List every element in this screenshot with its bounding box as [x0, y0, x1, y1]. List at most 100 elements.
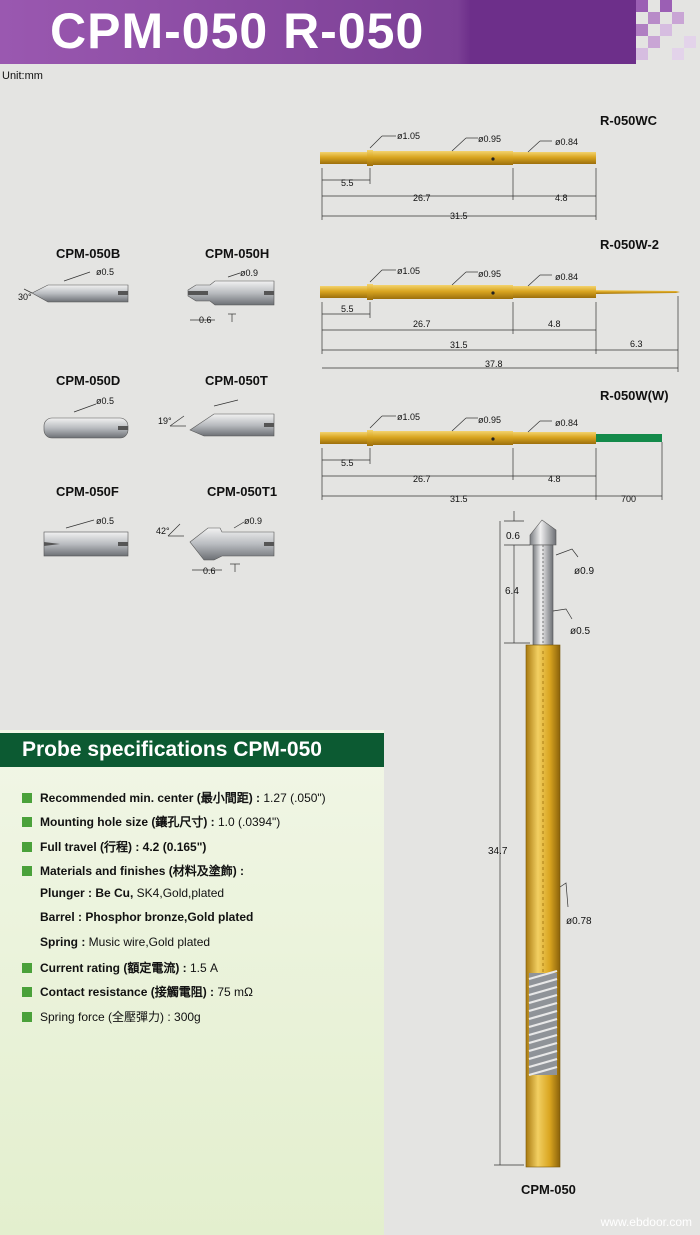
dim-label: 4.8 — [555, 193, 568, 203]
probe-name: R-050WC — [600, 113, 658, 128]
spec-panel — [0, 730, 384, 1235]
dim-label: 31.5 — [450, 340, 468, 350]
tip-cpm050h-shape — [187, 272, 275, 322]
spec-label: Recommended min. center (最小間距) : — [40, 791, 261, 805]
spec-label: Spring force (全壓彈力) : — [40, 1010, 171, 1024]
probe-dot — [491, 291, 495, 295]
dim-label: 5.5 — [341, 458, 354, 468]
spec-row: Materials and finishes (材料及塗飾) : — [22, 862, 244, 879]
dim-label: 5.5 — [341, 304, 354, 314]
spec-row: Recommended min. center (最小間距) : 1.27 (.… — [22, 789, 326, 806]
dim-label: 37.8 — [485, 359, 503, 369]
probe-tip — [596, 290, 680, 294]
probe-collar — [367, 430, 373, 446]
probe-barrel — [373, 285, 513, 299]
spec-row: Spring force (全壓彈力) : 300g — [22, 1008, 201, 1025]
unit-label: Unit:mm — [2, 70, 43, 82]
dim-label: ø0.95 — [478, 415, 502, 425]
dim-label: 30° — [18, 292, 32, 302]
spec-value: 1.0 (.0394") — [214, 815, 281, 829]
tip-name: CPM-050B — [56, 246, 121, 261]
cpm050-probe-drawing — [494, 511, 579, 1168]
spec-value: 300g — [170, 1010, 201, 1024]
tip-name: CPM-050F — [56, 484, 119, 499]
probe-segment — [513, 152, 596, 164]
tip-cpm050d-shape — [43, 403, 129, 439]
dim-label: 26.7 — [413, 319, 431, 329]
probe-segment — [320, 432, 368, 444]
probe-segment — [513, 432, 596, 444]
tip-cpm050b-shape — [23, 271, 129, 303]
probe-barrel — [373, 431, 513, 445]
page-title: CPM-050 R-050 — [50, 3, 425, 59]
probe-segment — [320, 286, 368, 298]
dim-label: ø0.5 — [96, 396, 115, 406]
probe-name: CPM-050 — [521, 1182, 576, 1197]
spec-value: SK4,Gold,plated — [133, 886, 225, 900]
dim-label: 4.8 — [548, 474, 561, 484]
dim-label: ø0.78 — [566, 916, 592, 927]
spec-label: Spring : — [40, 935, 86, 949]
probe-drawings — [320, 135, 680, 500]
spec-row: Plunger : Be Cu, SK4,Gold,plated — [40, 886, 224, 900]
probe-r050w2 — [320, 269, 680, 372]
dim-line — [527, 274, 541, 287]
tip-cpm050t1-shape — [167, 521, 275, 572]
spec-label: Full travel (行程) : — [40, 840, 140, 854]
spec-label: Materials and finishes (材料及塗飾) : — [40, 864, 245, 878]
dim-line — [527, 420, 541, 433]
bullet-icon — [22, 793, 32, 803]
bullet-icon — [22, 963, 32, 973]
tip-name: CPM-050T1 — [207, 484, 278, 499]
spec-value: 1.5 A — [186, 961, 219, 975]
probe-name: R-050W-2 — [600, 237, 659, 252]
probe-collar — [367, 150, 373, 166]
spec-label: Mounting hole size (鑲孔尺寸) : — [40, 815, 215, 829]
spec-value: Music wire,Gold plated — [85, 935, 211, 949]
probe-segment — [320, 152, 368, 164]
tip-name: CPM-050D — [56, 373, 121, 388]
dim-label: ø0.5 — [96, 516, 115, 526]
bullet-icon — [22, 842, 32, 852]
spec-value: 4.2 (0.165") — [139, 840, 207, 854]
probe-barrel — [373, 151, 513, 165]
header-banner — [0, 0, 696, 64]
dim-label: ø1.05 — [397, 131, 421, 141]
dim-line — [527, 140, 541, 153]
dim-label: ø1.05 — [397, 266, 421, 276]
spec-row: Current rating (額定電流) : 1.5 A — [22, 959, 218, 976]
dim-label: 4.8 — [548, 319, 561, 329]
dim-label: ø0.9 — [574, 566, 595, 577]
dim-label: 34.7 — [488, 846, 508, 857]
dim-label: ø0.84 — [555, 272, 579, 282]
dim-label: ø0.95 — [478, 134, 502, 144]
bullet-icon — [22, 817, 32, 827]
dim-label: 19° — [158, 416, 172, 426]
probe-dot — [491, 437, 495, 441]
dim-label: 26.7 — [413, 474, 431, 484]
dim-label: ø0.9 — [244, 516, 263, 526]
dim-label: 31.5 — [450, 211, 468, 221]
dim-label: 26.7 — [413, 193, 431, 203]
dim-label: 700 — [621, 494, 637, 504]
probe-r050ww — [320, 415, 663, 500]
dim-line — [451, 271, 467, 286]
dim-label: 0.6 — [199, 315, 212, 325]
probe-name: R-050W(W) — [600, 388, 669, 403]
tip-name: CPM-050T — [205, 373, 268, 388]
spec-row: Barrel : Phosphor bronze,Gold plated — [40, 910, 253, 924]
probe-wire — [596, 434, 662, 442]
dim-label: ø0.84 — [555, 418, 579, 428]
tip-drawings — [23, 271, 275, 572]
dim-label: ø0.9 — [240, 268, 259, 278]
probe-dot — [491, 157, 495, 161]
dim-line — [369, 415, 383, 429]
dim-label: 0.6 — [506, 531, 520, 542]
dim-label: 6.4 — [505, 586, 519, 597]
tip-cpm050f-shape — [43, 519, 129, 557]
bullet-icon — [22, 1012, 32, 1022]
watermark: www.ebdoor.com — [600, 1215, 692, 1229]
dim-label: 5.5 — [341, 178, 354, 188]
dim-line — [451, 417, 467, 432]
tip-cpm050t-shape — [169, 399, 275, 437]
